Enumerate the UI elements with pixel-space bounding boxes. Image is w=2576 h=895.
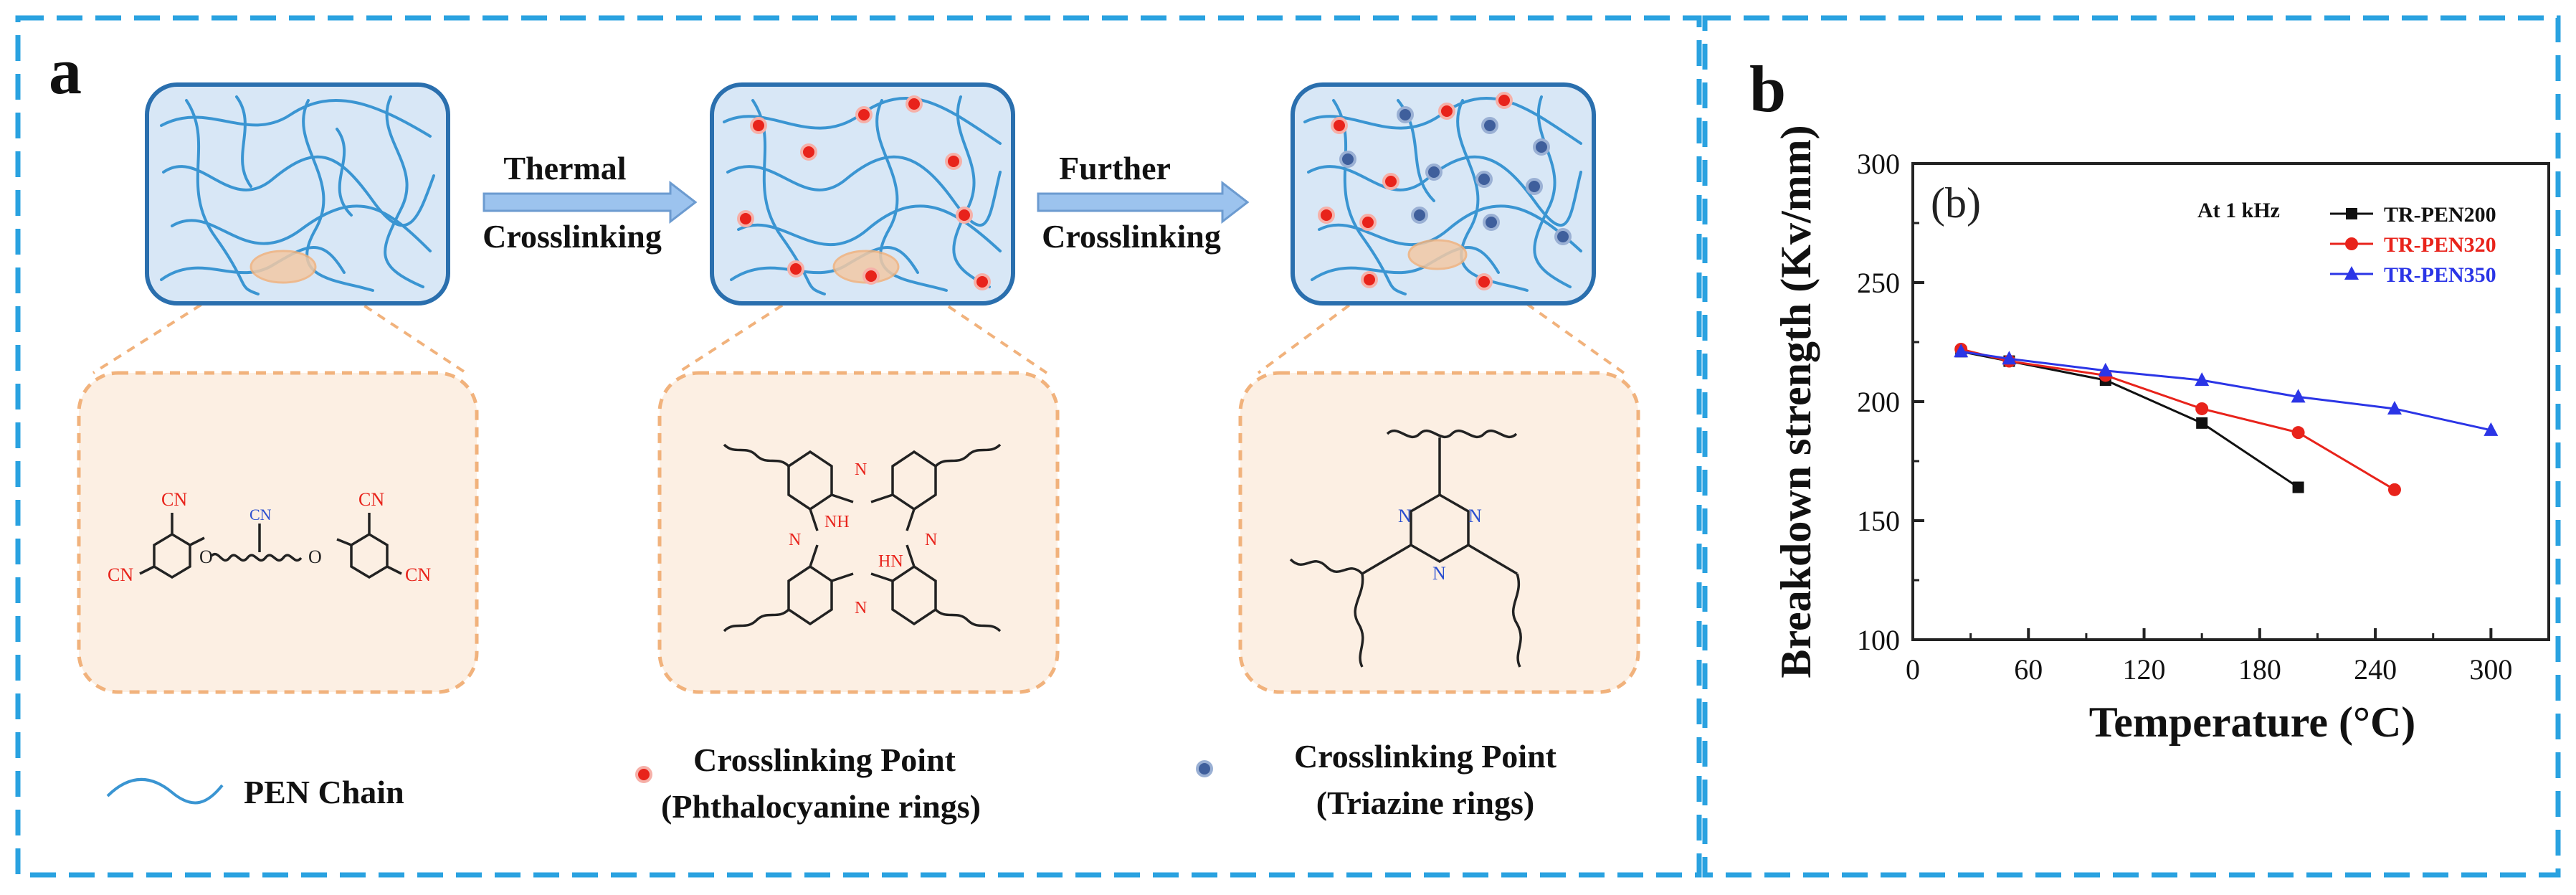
series-line-tr-pen350 [1960, 350, 2491, 432]
inset-panel-label: (b) [1931, 179, 1981, 227]
further-crosslinking-arrow: Further Crosslinking [1037, 150, 1250, 255]
y-tick-label: 150 [1857, 505, 1900, 537]
data-point-tr-pen350 [2291, 389, 2306, 403]
monomer-cn-4: CN [405, 564, 431, 585]
data-point-tr-pen350 [2387, 400, 2402, 415]
monomer-cn-5: CN [249, 506, 272, 524]
x-tick-label: 180 [2238, 653, 2281, 686]
y-tick-label: 300 [1857, 148, 1900, 180]
data-point-tr-pen350 [2484, 422, 2499, 436]
panel-b-frame [1702, 15, 2561, 878]
data-point-tr-pen350 [2195, 372, 2210, 387]
legend-pen-chain: PEN Chain [244, 774, 404, 810]
legend-label-tr-pen350: TR-PEN350 [2384, 263, 2496, 287]
data-point-tr-pen200 [2292, 481, 2304, 493]
legend-triazine-line2: (Triazine rings) [1316, 785, 1534, 821]
pc-nh: NH [824, 513, 850, 531]
triazine-n-1: N [1398, 506, 1412, 526]
data-point-tr-pen320 [2195, 402, 2209, 415]
triazine-zoom-box: N N N [1238, 371, 1640, 694]
monomer-cn-3: CN [358, 489, 384, 510]
x-tick-label: 0 [1906, 653, 1920, 686]
panel-a-label: a [49, 34, 82, 108]
x-tick-label: 120 [2123, 653, 2166, 686]
y-tick-label: 250 [1857, 267, 1900, 299]
pc-n-right: N [925, 531, 937, 549]
legend-marker-tr-pen350 [2344, 266, 2359, 280]
legend-triazine-line1: Crosslinking Point [1294, 738, 1557, 775]
x-tick-label: 240 [2354, 653, 2397, 686]
x-tick-label: 300 [2469, 653, 2512, 686]
series-line-tr-pen320 [1960, 348, 2395, 491]
arrow2-line2: Crosslinking [1042, 218, 1221, 255]
data-point-tr-pen320 [2387, 483, 2401, 496]
panel-b-label: b [1749, 52, 1786, 126]
arrow1-line2: Crosslinking [483, 218, 662, 255]
pc-n-left: N [789, 531, 801, 549]
legend-title: At 1 kHz [2197, 199, 2280, 222]
phthalocyanine-point-legend-icon [635, 766, 652, 783]
triazine-point-legend-icon [1196, 760, 1213, 777]
thermal-crosslinking-arrow: Thermal Crosslinking [483, 150, 698, 255]
x-axis-label: Temperature (°C) [2089, 699, 2416, 746]
pen-chain-legend-icon [106, 777, 224, 805]
arrow2-line1: Further [1059, 150, 1171, 186]
data-point-tr-pen200 [2196, 417, 2208, 429]
legend-marker-tr-pen320 [2345, 237, 2358, 250]
breakdown-chart: 0 60 120 180 240 300 100 150 200 250 300Temperatur… [1772, 125, 2550, 746]
monomer-cn-1: CN [161, 489, 187, 510]
pen-network-box [145, 82, 450, 306]
panel-a-legend: PEN Chain Crosslinking Point (Phthalocya… [106, 738, 1557, 825]
triazine-n-2: N [1468, 506, 1482, 526]
monomer-o-1: O [199, 546, 213, 567]
legend-label-tr-pen320: TR-PEN320 [2384, 233, 2496, 257]
phthalocyanine-network-box [710, 82, 1015, 306]
legend-label-tr-pen200: TR-PEN200 [2384, 203, 2496, 227]
triazine-network-box [1291, 82, 1596, 306]
legend-phthalocyanine-line2: (Phthalocyanine rings) [661, 788, 981, 825]
data-point-tr-pen350 [1954, 344, 1969, 358]
phthalocyanine-zoom-box: N NH N N HN N [657, 371, 1060, 694]
x-tick-label: 60 [2014, 653, 2043, 686]
monomer-zoom-box: CN CN O O CN CN CN [77, 371, 479, 694]
monomer-cn-2: CN [108, 564, 133, 585]
pc-n-bottom: N [855, 599, 867, 617]
legend-phthalocyanine-line1: Crosslinking Point [693, 742, 956, 778]
y-tick-label: 200 [1857, 386, 1900, 418]
legend-marker-tr-pen200 [2346, 208, 2357, 219]
monomer-o-2: O [308, 546, 322, 567]
pc-n-top: N [855, 460, 867, 479]
data-point-tr-pen350 [2098, 362, 2113, 377]
data-point-tr-pen320 [2291, 426, 2305, 440]
arrow1-line1: Thermal [503, 150, 626, 186]
y-axis-label: Breakdown strength (Kv/mm) [1772, 125, 1820, 678]
pc-hn: HN [878, 552, 903, 571]
panel-a-frame [15, 15, 1702, 878]
triazine-n-3: N [1432, 563, 1446, 584]
data-point-tr-pen350 [2002, 351, 2017, 365]
y-tick-label: 100 [1857, 624, 1900, 656]
